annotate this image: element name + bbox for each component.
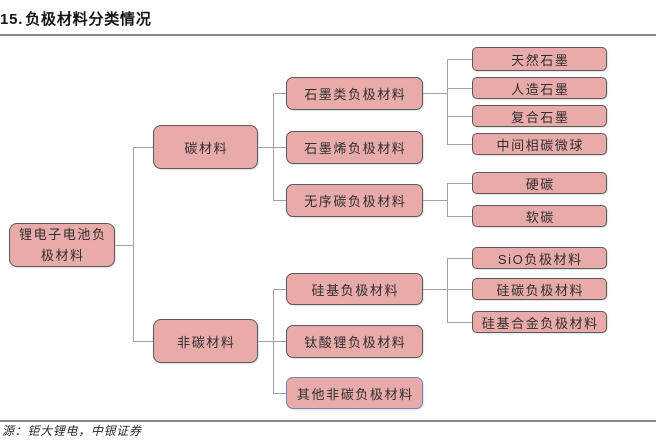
- connector-root-to-carbon: [115, 147, 154, 246]
- node-label: 石墨烯负极材料: [304, 141, 407, 156]
- connector-silicon-to-sio: [423, 258, 473, 290]
- node-label: 硅基负极材料: [311, 282, 400, 298]
- node-carbon-materials: 碳材料: [153, 125, 258, 169]
- node-label: 硅基合金负极材料: [481, 315, 599, 331]
- connector-non-carbon-to-silicon: [258, 289, 287, 342]
- node-label: 人造石墨: [511, 81, 570, 97]
- connector-non-carbon-to-other: [258, 341, 287, 394]
- node-hard-carbon: 硬碳: [472, 172, 607, 194]
- node-composite-graphite: 复合石墨: [472, 105, 607, 127]
- connector-graphite-to-mcmb: [423, 93, 473, 145]
- node-label: 硅碳负极材料: [496, 282, 585, 298]
- node-sio-anode: SiO负极材料: [472, 247, 607, 269]
- source-divider: [0, 420, 656, 422]
- connector-graphite-to-artificial: [423, 88, 473, 94]
- node-silicon-based-anode: 硅基负极材料: [286, 273, 423, 305]
- node-label: 无序碳负极材料: [304, 194, 407, 209]
- node-label: 钛酸锂负极材料: [304, 335, 407, 350]
- node-label: SiO负极材料: [497, 251, 583, 267]
- node-soft-carbon: 软碳: [472, 205, 607, 227]
- connector-carbon-to-graphite: [258, 93, 287, 148]
- node-graphite-anode: 石墨类负极材料: [286, 77, 423, 110]
- connector-silicon-to-silicon-alloy: [423, 289, 473, 323]
- node-label: 复合石墨: [511, 109, 570, 125]
- connector-root-to-non-carbon: [115, 245, 154, 342]
- figure-title: 15. 负极材料分类情况: [0, 11, 152, 28]
- node-artificial-graphite: 人造石墨: [472, 77, 607, 99]
- node-label: 天然石墨: [511, 52, 570, 68]
- node-disordered-carbon-anode: 无序碳负极材料: [286, 184, 423, 217]
- node-label: 碳材料: [184, 140, 229, 156]
- connector-disordered-to-hard-carbon: [423, 183, 473, 201]
- connector-disordered-to-soft-carbon: [423, 200, 473, 217]
- node-silicon-alloy-anode: 硅基合金负极材料: [472, 311, 607, 333]
- node-label: 中间相碳微球: [496, 137, 585, 153]
- node-label: 硬碳: [525, 176, 555, 192]
- node-other-non-carbon-anode: 其他非碳负极材料: [286, 377, 423, 409]
- node-mesocarbon-microbeads: 中间相碳微球: [472, 133, 607, 155]
- node-label: 软碳: [525, 209, 555, 225]
- node-natural-graphite: 天然石墨: [472, 47, 607, 71]
- node-silicon-carbon-anode: 硅碳负极材料: [472, 278, 607, 300]
- title-divider: [0, 34, 656, 36]
- node-graphene-anode: 石墨烯负极材料: [286, 131, 423, 164]
- node-label: 石墨类负极材料: [304, 87, 407, 102]
- node-non-carbon-materials: 非碳材料: [153, 319, 258, 363]
- connector-carbon-to-disordered-carbon: [258, 147, 287, 201]
- node-label: 非碳材料: [177, 334, 236, 350]
- node-label: 锂电子电池负极材料: [18, 227, 107, 263]
- node-li-ion-anode-materials: 锂电子电池负极材料: [9, 223, 115, 267]
- source-note: 源：钜大锂电，中银证券: [2, 424, 142, 438]
- node-label: 其他非碳负极材料: [296, 386, 414, 402]
- node-lithium-titanate-anode: 钛酸锂负极材料: [286, 325, 423, 358]
